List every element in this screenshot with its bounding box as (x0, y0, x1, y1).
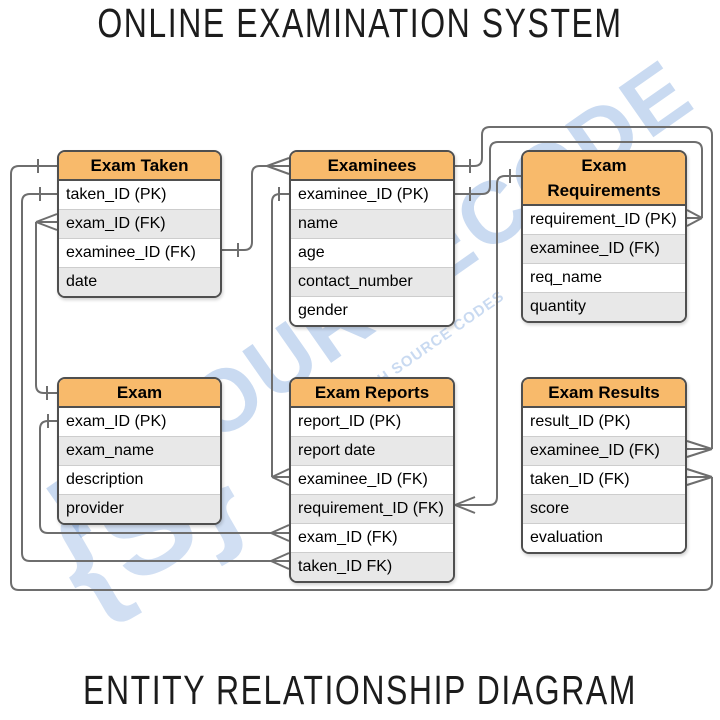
table-row-exam_requirements-0: requirement_ID (PK) (523, 206, 685, 234)
table-row-exam_results-2: taken_ID (FK) (523, 465, 685, 494)
table-row-exam_results-1: examinee_ID (FK) (523, 436, 685, 465)
connector-examinees-to-examrequirements (455, 141, 703, 227)
page-title: ONLINE EXAMINATION SYSTEM (97, 0, 623, 46)
table-row-exam_results-4: evaluation (523, 523, 685, 552)
table-row-exam_requirements-1: examinee_ID (FK) (523, 234, 685, 263)
table-row-exam_reports-4: exam_ID (FK) (291, 523, 453, 552)
connector-exam-to-examreports-examid (39, 414, 290, 542)
table-row-exam_reports-1: report date (291, 436, 453, 465)
connector-examtaken-to-examinees (222, 157, 290, 257)
table-row-exam_taken-0: taken_ID (PK) (59, 181, 220, 209)
table-row-exam_reports-2: examinee_ID (FK) (291, 465, 453, 494)
table-title-exam_requirements: Exam Requirements (523, 152, 685, 206)
table-row-exam_reports-0: report_ID (PK) (291, 408, 453, 436)
table-row-exam-3: provider (59, 494, 220, 523)
table-title-exam_reports: Exam Reports (291, 379, 453, 408)
table-title-exam_results: Exam Results (523, 379, 685, 408)
table-row-exam_requirements-3: quantity (523, 292, 685, 321)
connector-examinees-to-examresults-examinee (455, 126, 713, 458)
table-row-exam-1: exam_name (59, 436, 220, 465)
table-row-exam_reports-3: requirement_ID (FK) (291, 494, 453, 523)
diagram-subtitle: ENTITY RELATIONSHIP DIAGRAM (83, 667, 637, 713)
table-row-exam_requirements-2: req_name (523, 263, 685, 292)
table-row-examinees-3: contact_number (291, 267, 453, 296)
table-row-exam_taken-3: date (59, 267, 220, 296)
connector-examrequirements-to-examreports (454, 169, 521, 514)
table-row-exam_taken-1: exam_ID (FK) (59, 209, 220, 238)
table-title-examinees: Examinees (291, 152, 453, 181)
connector-examinees-to-examreports-examinee (271, 187, 290, 486)
table-row-exam_reports-5: taken_ID FK) (291, 552, 453, 581)
table-title-exam: Exam (59, 379, 220, 408)
table-row-examinees-1: name (291, 209, 453, 238)
connector-examtaken-to-examresults-taken (10, 159, 713, 591)
table-row-examinees-2: age (291, 238, 453, 267)
table-row-exam_results-3: score (523, 494, 685, 523)
table-row-exam-0: exam_ID (PK) (59, 408, 220, 436)
table-row-examinees-0: examinee_ID (PK) (291, 181, 453, 209)
connector-exam-to-examtaken (35, 213, 58, 400)
connector-examtaken-to-examreports-taken (21, 187, 290, 570)
table-row-exam_results-0: result_ID (PK) (523, 408, 685, 436)
table-row-examinees-4: gender (291, 296, 453, 325)
table-row-exam-2: description (59, 465, 220, 494)
table-row-exam_taken-2: examinee_ID (FK) (59, 238, 220, 267)
table-title-exam_taken: Exam Taken (59, 152, 220, 181)
